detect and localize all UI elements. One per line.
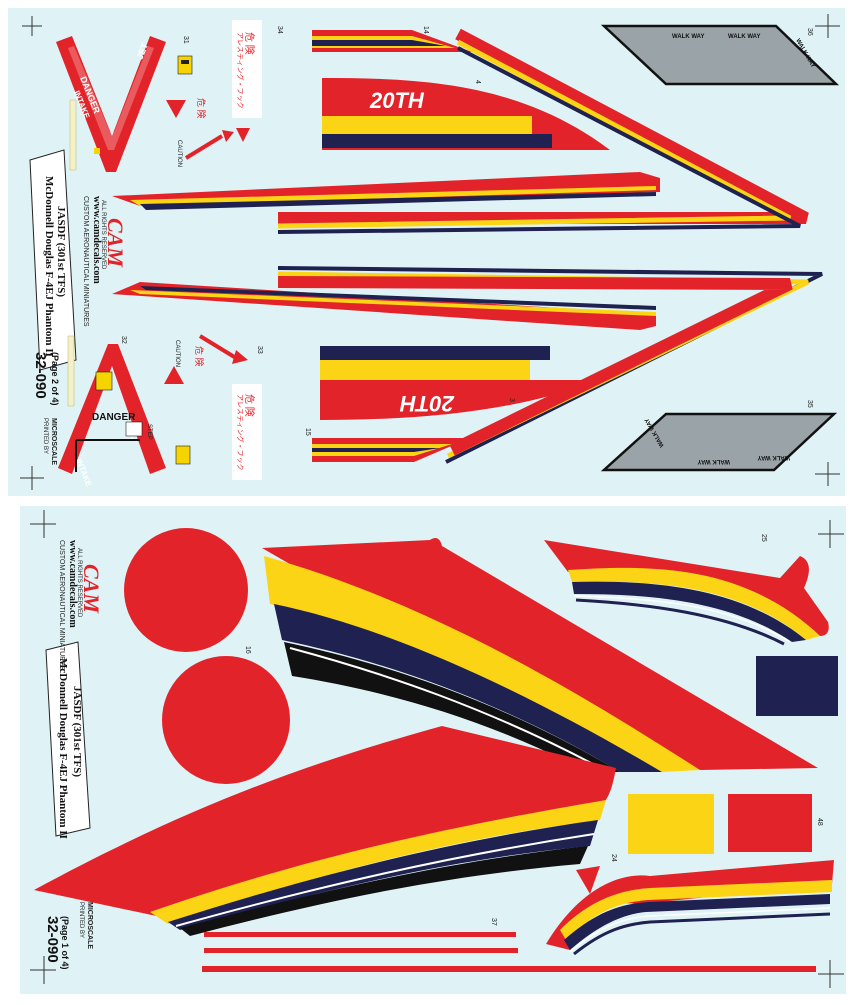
kanji-decal-top-bg <box>232 20 262 118</box>
step-placard <box>125 421 143 437</box>
sheet-2-cam-logo: CAM <box>103 218 128 268</box>
walkway-strip-top <box>69 99 77 171</box>
decal-number-34: 34 <box>276 26 283 34</box>
decal-number-24: 24 <box>610 854 617 862</box>
decal-number-33: 33 <box>256 346 263 354</box>
sheet-2-rights: ALL RIGHTS RESERVED <box>100 200 106 270</box>
decal-number-3: 3 <box>508 398 515 402</box>
thin-stripe-37-b <box>204 948 518 953</box>
red-arrow-top <box>184 134 224 160</box>
warning-triangle-bottom <box>164 366 184 384</box>
warning-placard-yellow-bottom <box>95 371 113 391</box>
sheet-2-part-number: 32-090 <box>32 352 49 399</box>
sheet-1-branding: McDonnell Douglas F-4EJ Phantom II JASDF… <box>44 540 104 970</box>
walk-way-label-36a: WALK WAY <box>672 34 704 40</box>
sheet-1-printer: MICROSCALE <box>86 902 93 949</box>
decal-number-35: 35 <box>806 400 813 408</box>
walk-way-panel-35: WALK WAY WALK WAY WALK WAY <box>600 412 838 472</box>
arresting-hook-katakana-bottom: アレスティング・フック <box>236 394 245 471</box>
crop-marks-sheet-2 <box>20 14 840 490</box>
walk-way-label-35a: WALK WAY <box>758 454 790 460</box>
sheet-2-title-line2: JASDF (301st TFS) <box>55 206 67 297</box>
danger-kanji-top: 危 険 <box>243 32 255 55</box>
danger-jet-intake-chevron-top: DANGER JET INTAKE <box>56 36 166 172</box>
sheet-1-rights: ALL RIGHTS RESERVED <box>76 548 82 618</box>
sheet-2-website: www.camdecals.com <box>91 196 102 284</box>
sheet-1-brand-sub: CUSTOM AERONAUTICAL MINIATURES <box>58 540 65 671</box>
sheet-2-title-line1: McDonnell Douglas F-4EJ Phantom II <box>43 176 55 357</box>
step-label-1: STEP <box>146 424 152 440</box>
side-stripe-upper <box>112 172 660 210</box>
fuselage-stripe-14 <box>312 30 472 52</box>
hinomaru-roundel-2 <box>162 656 290 784</box>
caution-label-bottom: CAUTION <box>174 340 180 367</box>
sheet-2-branding: McDonnell Douglas F-4EJ Phantom II JASDF… <box>29 149 128 465</box>
warning-triangle-top <box>166 100 186 118</box>
danger-kanji-small-bottom: 危 険 <box>194 346 205 367</box>
fuselage-stripe-15 <box>312 438 470 462</box>
crop-marks-sheet-1 <box>30 510 844 988</box>
twentieth-insignia-top: 20TH <box>322 78 610 150</box>
caution-label-top: CAUTION <box>176 140 182 167</box>
walkway-strip-bottom <box>67 335 75 407</box>
red-color-patch <box>728 794 812 852</box>
decal-number-4: 4 <box>474 80 481 84</box>
danger-kanji-small-top: 危 険 <box>196 98 207 119</box>
sheet-1-title-line2: JASDF (301st TFS) <box>71 686 83 777</box>
sheet-1-page-label: (Page 1 of 4) <box>60 916 70 970</box>
decal-number-16: 16 <box>244 646 251 654</box>
chevron-stripe-upper <box>277 28 809 234</box>
sheet-2-page-label: (Page 2 of 4) <box>50 352 60 406</box>
small-yellow-marker <box>94 148 100 154</box>
sheet-1-printed-by: PRINTED BY <box>78 902 84 938</box>
sheet-1-cam-logo: CAM <box>79 564 104 614</box>
sheet-page-2: DANGER JET INTAKE 31 危 険 アレスティング・フック 34 … <box>8 8 845 496</box>
twentieth-label-top: 20TH <box>369 88 425 113</box>
small-red-triangle-top <box>236 128 250 142</box>
thin-stripe-37-a <box>204 932 516 937</box>
sheet-2-printer: MICROSCALE <box>50 418 57 465</box>
sheet-2-printed-by: PRINTED BY <box>42 418 48 454</box>
twentieth-label-bottom: 20TH <box>399 391 455 416</box>
walk-way-label-35b: WALK WAY <box>698 458 730 464</box>
tail-flash-lower <box>34 726 616 936</box>
decal-number-31: 31 <box>182 36 189 44</box>
sheet-1-website: www.camdecals.com <box>67 540 78 628</box>
yellow-color-patch <box>628 794 714 854</box>
intake-stripe-24 <box>546 860 834 956</box>
decal-number-48: 48 <box>816 818 823 826</box>
navy-color-patch <box>756 656 838 716</box>
intake-stripe-25 <box>544 540 829 646</box>
decal-number-36: 36 <box>806 28 813 36</box>
sheet-1-title-line1: McDonnell Douglas F-4EJ Phantom II <box>57 658 69 839</box>
sheet-page-1: 16 McDonnell Douglas F-4EJ Phantom II JA… <box>20 506 846 994</box>
danger-label-bottom: DANGER <box>92 412 136 423</box>
walk-way-label-36b: WALK WAY <box>728 34 760 40</box>
tail-flash-upper <box>262 538 818 773</box>
thin-stripe-long <box>202 966 816 972</box>
side-stripe-lower <box>112 282 656 330</box>
red-arrow-head-bottom <box>232 350 248 364</box>
sheet-2-brand-sub: CUSTOM AERONAUTICAL MINIATURES <box>82 196 89 327</box>
decal-number-32: 32 <box>120 336 127 344</box>
decal-number-14: 14 <box>422 26 429 34</box>
yellow-placard-bottom <box>175 445 191 465</box>
decal-number-15: 15 <box>304 428 311 436</box>
twentieth-insignia-bottom: 20TH <box>320 346 600 420</box>
red-arrow-bottom <box>198 334 238 360</box>
warning-placard-mark <box>181 60 189 64</box>
hinomaru-roundel-1 <box>124 528 248 652</box>
arresting-hook-katakana-top: アレスティング・フック <box>236 32 245 109</box>
warning-placard-yellow <box>177 55 193 75</box>
red-arrow-head-top <box>222 130 234 142</box>
decal-number-25: 25 <box>760 534 767 542</box>
sheet-1-part-number: 32-090 <box>44 916 61 963</box>
danger-kanji-bottom: 危 険 <box>243 394 255 417</box>
kanji-decal-bottom-bg <box>232 384 262 480</box>
decal-number-37: 37 <box>490 918 497 926</box>
chevron-stripe-lower <box>277 266 823 464</box>
